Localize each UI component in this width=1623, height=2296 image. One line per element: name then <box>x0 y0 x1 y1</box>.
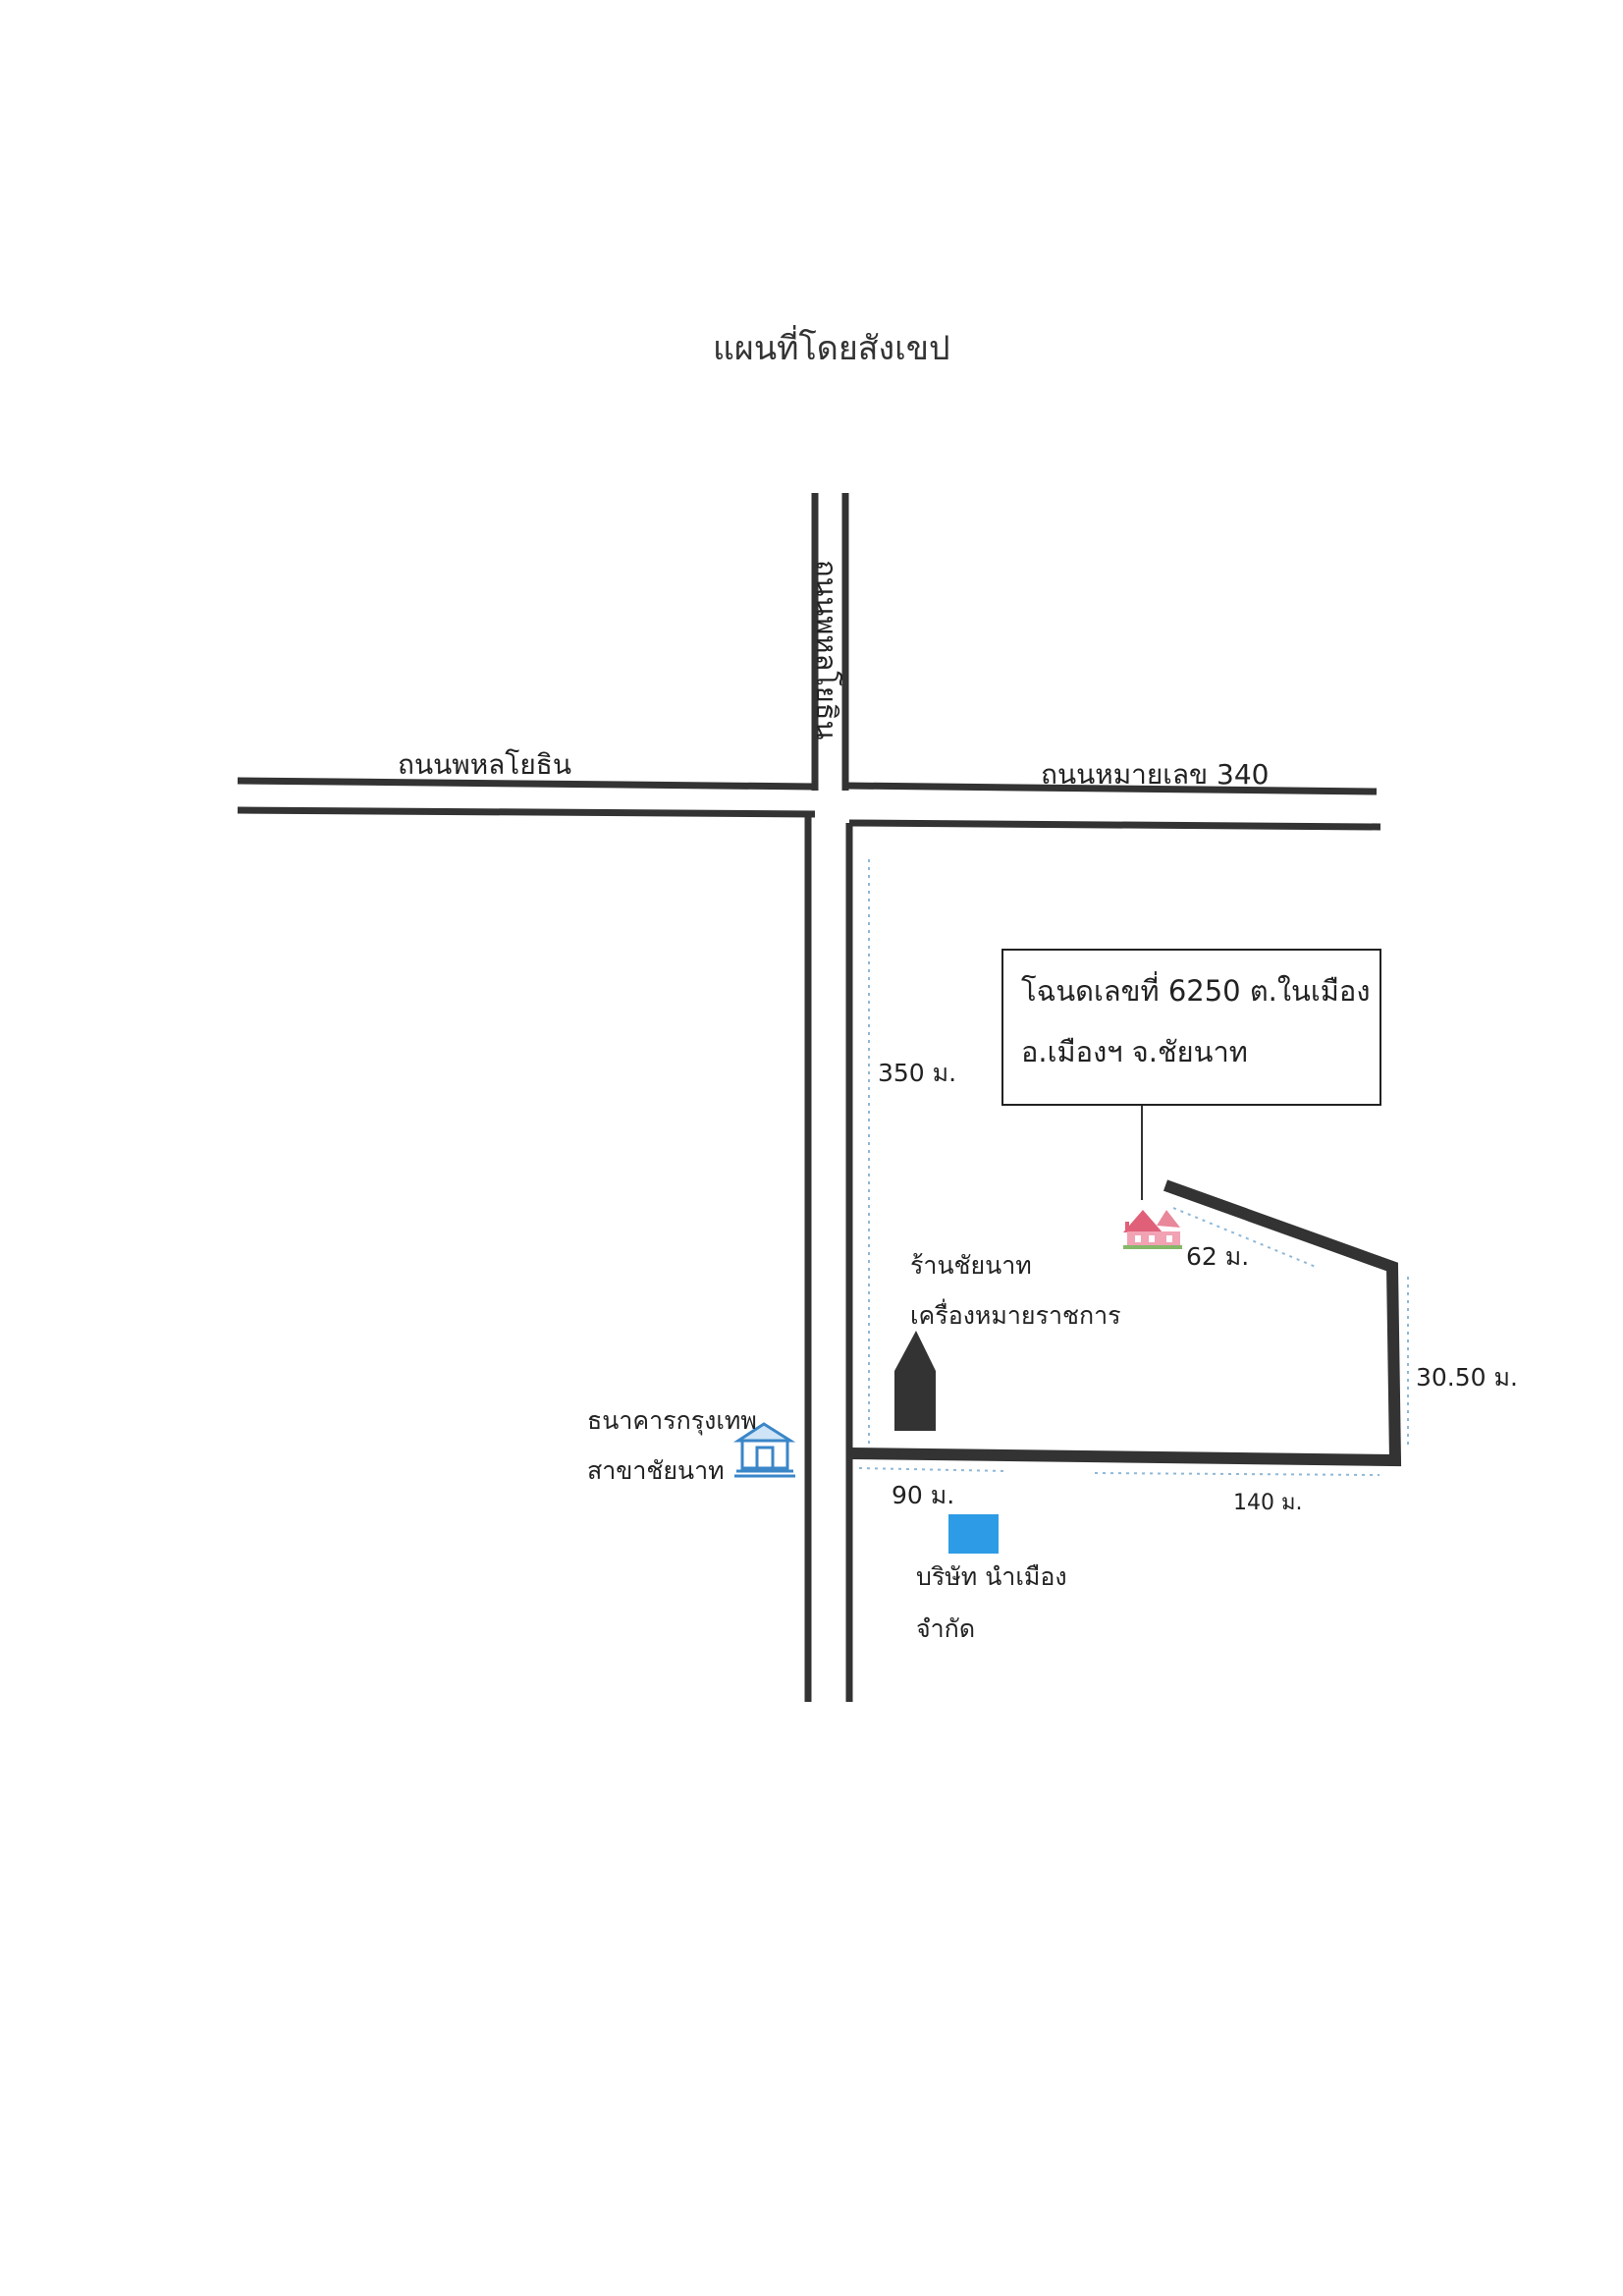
deed-line-1: โฉนดเลขที่ 6250 ต.ในเมือง <box>1021 974 1371 1008</box>
road-label-east: ถนนหมายเลข 340 <box>1041 758 1270 791</box>
distance-350m: 350 ม. <box>878 1059 957 1087</box>
shop-label-line-2: เครื่องหมายราชการ <box>910 1301 1121 1330</box>
distance-62m: 62 ม. <box>1186 1242 1250 1271</box>
bank-icon <box>732 1422 796 1478</box>
road-east-top-edge <box>844 782 1378 795</box>
guide-140m <box>1094 1472 1380 1476</box>
distance-90m: 90 ม. <box>892 1481 955 1509</box>
road-west-bottom-edge <box>237 806 816 818</box>
road-west-top-edge <box>237 777 816 791</box>
shop-label-line-1: ร้านชัยนาท <box>910 1251 1032 1280</box>
company-label-line-2: จำกัด <box>916 1614 976 1643</box>
company-label-line-1: บริษัท นำเมือง <box>916 1562 1067 1591</box>
map-title: แผนที่โดยสังเขป <box>713 329 950 368</box>
distance-140m: 140 ม. <box>1233 1491 1303 1515</box>
road-label-west: ถนนพหลโยธิน <box>398 748 571 781</box>
deed-box: โฉนดเลขที่ 6250 ต.ในเมือง อ.เมืองฯ จ.ชัย… <box>1001 949 1381 1106</box>
dimension-guides <box>858 859 1409 1476</box>
road-label-north-text: ถนนพหลโยธิน <box>810 560 843 740</box>
road-east-bottom-edge <box>848 819 1381 831</box>
bank-label-line-1: ธนาคารกรุงเทพ <box>587 1406 757 1435</box>
bank-label-line-2: สาขาชัยนาท <box>587 1456 725 1485</box>
company-marker-icon <box>948 1514 999 1554</box>
distance-30-50m: 30.50 ม. <box>1416 1363 1518 1392</box>
shop-marker-icon <box>894 1331 936 1431</box>
land-plot-outline <box>851 1179 1402 1467</box>
house-icon <box>1123 1210 1182 1249</box>
guide-90m <box>858 1467 1007 1472</box>
roads <box>237 493 1381 1702</box>
guide-62m <box>1172 1207 1317 1268</box>
deed-line-2: อ.เมืองฯ จ.ชัยนาท <box>1021 1035 1248 1068</box>
